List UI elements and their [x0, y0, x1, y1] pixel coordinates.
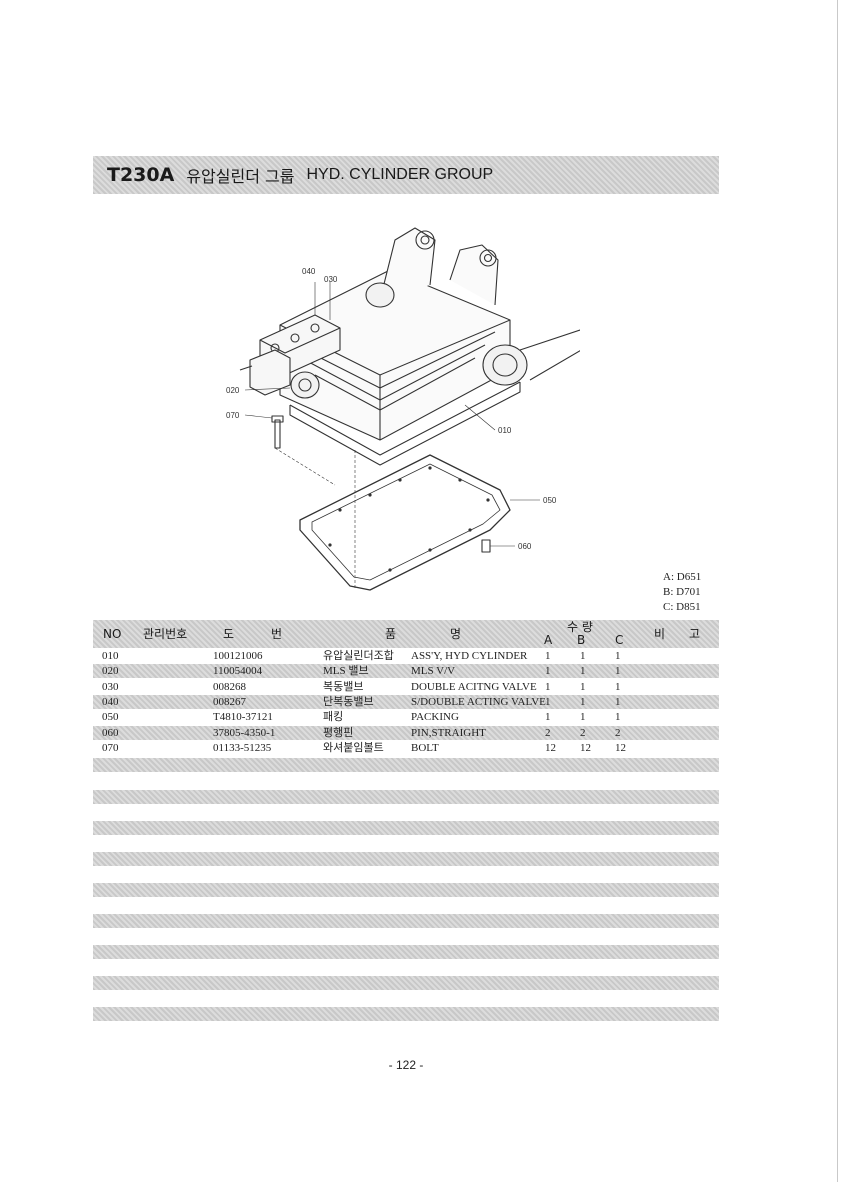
row-qty-a: 1 — [545, 680, 551, 693]
row-name-korean: 패킹 — [323, 711, 344, 724]
header-name-pum: 품 — [385, 627, 397, 641]
row-qty-a: 1 — [545, 650, 551, 662]
empty-row — [93, 976, 719, 990]
row-name-korean: 유압실린더조합 — [323, 650, 394, 662]
header-name-myeong: 명 — [450, 627, 462, 641]
row-part-number: 100121006 — [213, 650, 263, 662]
callout-040: 040 — [302, 267, 316, 276]
row-qty-b: 1 — [580, 695, 586, 708]
row-qty-b: 12 — [580, 741, 591, 754]
row-name-english: DOUBLE ACITNG VALVE — [411, 680, 537, 693]
empty-row — [93, 821, 719, 835]
row-qty-c: 2 — [615, 726, 621, 739]
row-qty-b: 1 — [580, 680, 586, 693]
header-qty: 수 량 — [567, 620, 593, 634]
row-qty-c: 1 — [615, 665, 621, 678]
row-part-number: 008267 — [213, 695, 246, 708]
table-row: 030 008268 복동밸브 DOUBLE ACITNG VALVE 1 1 1 — [93, 680, 719, 694]
row-qty-a: 2 — [545, 726, 551, 739]
group-code: T230A — [107, 164, 175, 186]
exploded-parts-diagram: 040 030 020 070 010 050 060 — [226, 227, 580, 591]
row-qty-b: 1 — [580, 650, 586, 662]
row-qty-a: 1 — [545, 665, 551, 678]
row-no: 030 — [102, 680, 119, 693]
header-qty-c: C — [615, 633, 624, 647]
row-no: 040 — [102, 695, 119, 708]
model-c: C: D851 — [663, 601, 701, 613]
row-no: 020 — [102, 665, 119, 678]
row-part-number: 008268 — [213, 680, 246, 693]
callout-020: 020 — [226, 386, 240, 395]
row-name-korean: MLS 밸브 — [323, 665, 369, 678]
table-row: 070 01133-51235 와셔붙임볼트 BOLT 12 12 12 — [93, 741, 719, 755]
group-title-english: HYD. CYLINDER GROUP — [306, 166, 494, 183]
row-no: 060 — [102, 726, 119, 739]
row-qty-c: 1 — [615, 650, 621, 662]
callout-030: 030 — [324, 275, 338, 284]
header-mgmt-no: 관리번호 — [143, 627, 188, 641]
row-name-english: ASS'Y, HYD CYLINDER — [411, 650, 528, 662]
empty-row — [93, 914, 719, 928]
row-name-korean: 복동밸브 — [323, 680, 364, 693]
row-part-number: 110054004 — [213, 665, 263, 678]
row-qty-a: 12 — [545, 741, 556, 754]
row-qty-c: 1 — [615, 711, 621, 724]
header-qty-b: B — [577, 633, 586, 647]
row-qty-a: 1 — [545, 711, 551, 724]
empty-row — [93, 852, 719, 866]
row-no: 050 — [102, 711, 119, 724]
parts-table-header: NO 관리번호 도 번 품 명 수 량 A B C 비 고 — [93, 620, 719, 648]
header-drawing-beon: 번 — [271, 627, 283, 641]
empty-row — [93, 945, 719, 959]
table-row: 060 37805-4350-1 평행핀 PIN,STRAIGHT 2 2 2 — [93, 725, 719, 740]
row-name-english: PACKING — [411, 711, 459, 724]
model-legend: A: D651 B: D701 C: D851 — [610, 570, 710, 615]
row-qty-c: 1 — [615, 695, 621, 708]
row-name-english: BOLT — [411, 741, 439, 754]
row-name-english: MLS V/V — [411, 665, 456, 678]
callout-060: 060 — [518, 542, 532, 551]
row-qty-b: 1 — [580, 665, 586, 678]
row-no: 070 — [102, 741, 119, 754]
callout-010: 010 — [498, 426, 512, 435]
empty-row — [93, 758, 719, 772]
table-row: 050 T4810-37121 패킹 PACKING 1 1 1 — [93, 710, 719, 724]
empty-row — [93, 1007, 719, 1021]
row-qty-b: 1 — [580, 711, 586, 724]
row-qty-b: 2 — [580, 726, 586, 739]
table-row: 020 110054004 MLS 밸브 MLS V/V 1 1 1 — [93, 664, 719, 679]
row-qty-c: 12 — [615, 741, 626, 754]
header-qty-a: A — [544, 633, 553, 647]
row-part-number: 37805-4350-1 — [213, 726, 276, 739]
callout-070: 070 — [226, 411, 240, 420]
row-name-korean: 단복동밸브 — [323, 695, 374, 708]
row-part-number: T4810-37121 — [213, 711, 273, 724]
page-edge — [837, 0, 838, 1182]
model-b: B: D701 — [663, 586, 701, 598]
table-row: 010 100121006 유압실린더조합 ASS'Y, HYD CYLINDER 1 1… — [93, 649, 719, 663]
empty-row — [93, 883, 719, 897]
row-name-korean: 평행핀 — [323, 726, 354, 739]
row-name-korean: 와셔붙임볼트 — [323, 741, 384, 754]
row-part-number: 01133-51235 — [213, 741, 272, 754]
row-qty-a: 1 — [545, 695, 551, 708]
header-remarks-bi: 비 — [654, 627, 666, 641]
group-title-korean: 유압실린더 그룹 — [186, 167, 295, 186]
header-no: NO — [103, 627, 122, 641]
page-number: - 122 - — [388, 1058, 424, 1072]
header-remarks-go: 고 — [689, 627, 701, 641]
model-a: A: D651 — [663, 571, 702, 583]
row-qty-c: 1 — [615, 680, 621, 693]
header-drawing-do: 도 — [223, 627, 235, 641]
callout-050: 050 — [543, 496, 557, 505]
group-title-bar: T230A 유압실린더 그룹 HYD. CYLINDER GROUP — [93, 156, 719, 194]
empty-row — [93, 790, 719, 804]
row-name-english: S/DOUBLE ACTING VALVE — [411, 695, 546, 708]
row-no: 010 — [102, 650, 119, 662]
row-name-english: PIN,STRAIGHT — [411, 726, 486, 739]
